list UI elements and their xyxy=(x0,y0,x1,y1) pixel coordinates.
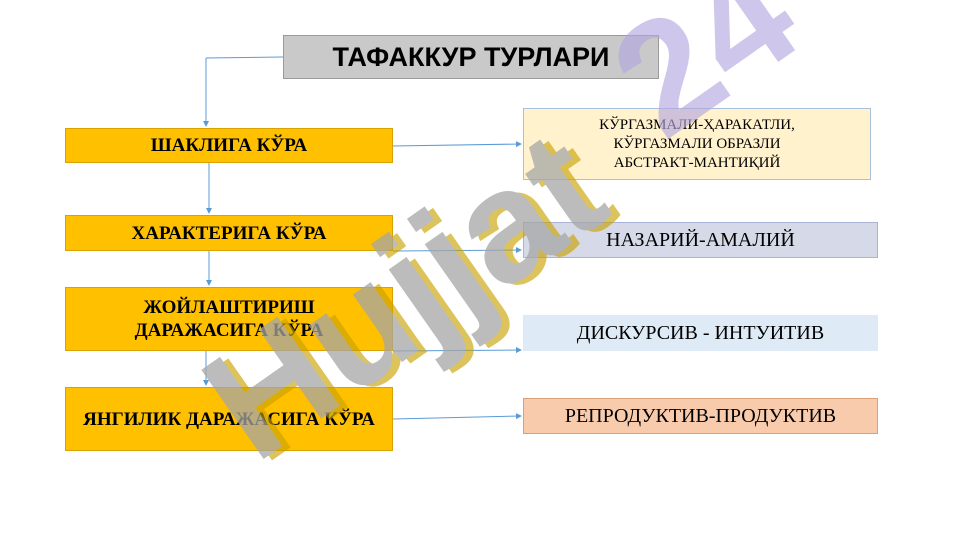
category-character: ХАРАКТЕРИГА КЎРА xyxy=(65,215,393,251)
type-box-novelty: РЕПРОДУКТИВ-ПРОДУКТИВ xyxy=(523,398,878,434)
connector-right-2 xyxy=(392,247,522,254)
category-novelty-label: ЯНГИЛИК ДАРАЖАСИГА КЎРА xyxy=(83,408,375,430)
type-form-line-1: КЎРГАЗМАЛИ-ҲАРАКАТЛИ, xyxy=(599,116,795,133)
type-form-line-3: АБСТРАКТ-МАНТИҚИЙ xyxy=(613,154,781,171)
type-form-line-2: КЎРГАЗМАЛИ ОБРАЗЛИ xyxy=(613,135,781,152)
category-novelty: ЯНГИЛИК ДАРАЖАСИГА КЎРА xyxy=(65,387,393,451)
category-placement-label: ЖОЙЛАШТИРИШ ДАРАЖАСИГА КЎРА xyxy=(134,297,324,341)
category-form: ШАКЛИГА КЎРА xyxy=(65,128,393,163)
connector-right-3 xyxy=(392,347,522,354)
connector-title xyxy=(205,56,284,59)
type-box-placement: ДИСКУРСИВ - ИНТУИТИВ xyxy=(523,315,878,351)
connector-right-1 xyxy=(392,141,522,148)
category-placement: ЖОЙЛАШТИРИШ ДАРАЖАСИГА КЎРА xyxy=(65,287,393,351)
diagram-title: ТАФАККУР ТУРЛАРИ xyxy=(283,35,659,79)
connector-right-4 xyxy=(392,413,522,420)
type-box-character: НАЗАРИЙ-АМАЛИЙ xyxy=(523,222,878,258)
type-form-lines: КЎРГАЗМАЛИ-ҲАРАКАТЛИ, КЎРГАЗМАЛИ ОБРАЗЛИ… xyxy=(599,116,795,173)
type-box-form: КЎРГАЗМАЛИ-ҲАРАКАТЛИ, КЎРГАЗМАЛИ ОБРАЗЛИ… xyxy=(523,108,871,180)
